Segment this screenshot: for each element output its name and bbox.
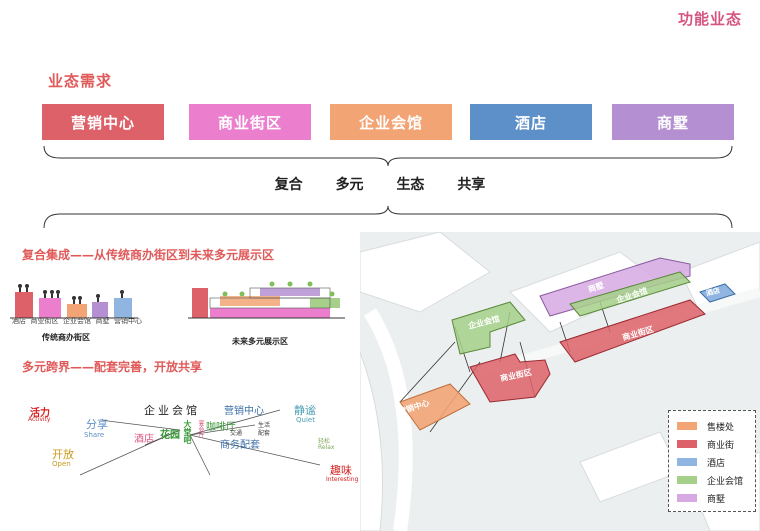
keyword: 复合 (274, 177, 303, 193)
legend-item: 商业街 (677, 439, 735, 451)
traditional-bar-labels: 酒店 商业街区 企业会馆 商墅 营销中心 (12, 316, 142, 326)
bar-label: 商墅 (95, 317, 110, 325)
legend-swatch (677, 422, 697, 430)
word-share-en: Share (84, 431, 105, 439)
subsection-title-composite: 复合集成——从传统商办街区到未来多元展示区 (22, 248, 275, 262)
biz-box-enterprise-club: 企业会馆 (330, 104, 452, 140)
future-label: 未来多元展示区 (232, 337, 288, 346)
word-sales: 营销中心 (224, 406, 264, 417)
legend-item: 商墅 (677, 493, 726, 505)
biz-box-villa: 商墅 (612, 104, 734, 140)
traditional-vs-future-diagram (10, 281, 345, 319)
legend-label: 商业街 (707, 440, 735, 451)
word-supporting: 配套 (258, 430, 271, 437)
future-section (188, 281, 345, 319)
word-vitality-en: Activity (28, 416, 51, 423)
word-lobby: 宴会厅 (197, 420, 204, 438)
legend-item: 企业会馆 (677, 475, 744, 487)
word-hotel: 酒店 (134, 434, 154, 445)
legend-label: 酒店 (707, 458, 726, 469)
legend-item: 售楼处 (677, 421, 735, 433)
word-business-supporting: 商务配套 (220, 440, 260, 451)
page-title: 功能业态 (677, 10, 742, 28)
traditional-label: 传统商办街区 (42, 333, 90, 342)
word-garden: 花园 (160, 430, 180, 441)
bar-label: 商业街区 (30, 317, 59, 325)
radial-arrows (79, 409, 321, 476)
keyword: 共享 (457, 177, 486, 193)
word-quiet: 静谧 (294, 404, 316, 417)
word-interest: 趣味 (330, 464, 352, 477)
keyword-row: 复合 多元 生态 共享 (0, 174, 760, 194)
bar-label: 营销中心 (114, 317, 142, 325)
legend-swatch (677, 494, 697, 502)
biz-box-commercial-street: 商业街区 (189, 104, 311, 140)
map-legend: 售楼处 商业街 酒店 企业会馆 商墅 (668, 410, 756, 512)
word-quiet-en: Quiet (296, 416, 315, 424)
word-share: 分享 (86, 418, 108, 431)
bar-label: 酒店 (12, 317, 26, 325)
legend-label: 企业会馆 (707, 476, 744, 487)
biz-box-sales-center: 营销中心 (42, 104, 164, 140)
legend-label: 商墅 (707, 494, 726, 505)
legend-swatch (677, 458, 697, 466)
word-interest-en: Interesting (326, 476, 359, 483)
word-traffic: 交通 (230, 430, 243, 437)
section-title-business-needs: 业态需求 (48, 72, 113, 90)
legend-item: 酒店 (677, 457, 726, 469)
word-relax-en: Relax (318, 444, 335, 451)
legend-label: 售楼处 (707, 422, 735, 433)
word-hall: 大堂吧 (183, 420, 192, 444)
brace-lines (43, 145, 733, 229)
word-relax: 轻松 (318, 438, 331, 445)
word-vitality: 活力 (30, 408, 50, 419)
keyword: 多元 (335, 177, 364, 193)
word-cafe: 咖啡厅 (206, 422, 236, 433)
word-life: 生活 (258, 422, 271, 429)
legend-swatch (677, 476, 697, 484)
traditional-blocks (10, 284, 138, 319)
subsection-title-crossover: 多元跨界——配套完善，开放共享 (22, 360, 203, 374)
biz-box-hotel: 酒店 (470, 104, 592, 140)
word-open: 开放 (52, 448, 74, 461)
legend-swatch (677, 440, 697, 448)
keyword: 生态 (396, 177, 425, 193)
word-open-en: Open (52, 460, 71, 468)
word-hub: 企业会馆 (144, 404, 200, 417)
bar-label: 企业会馆 (63, 317, 91, 325)
